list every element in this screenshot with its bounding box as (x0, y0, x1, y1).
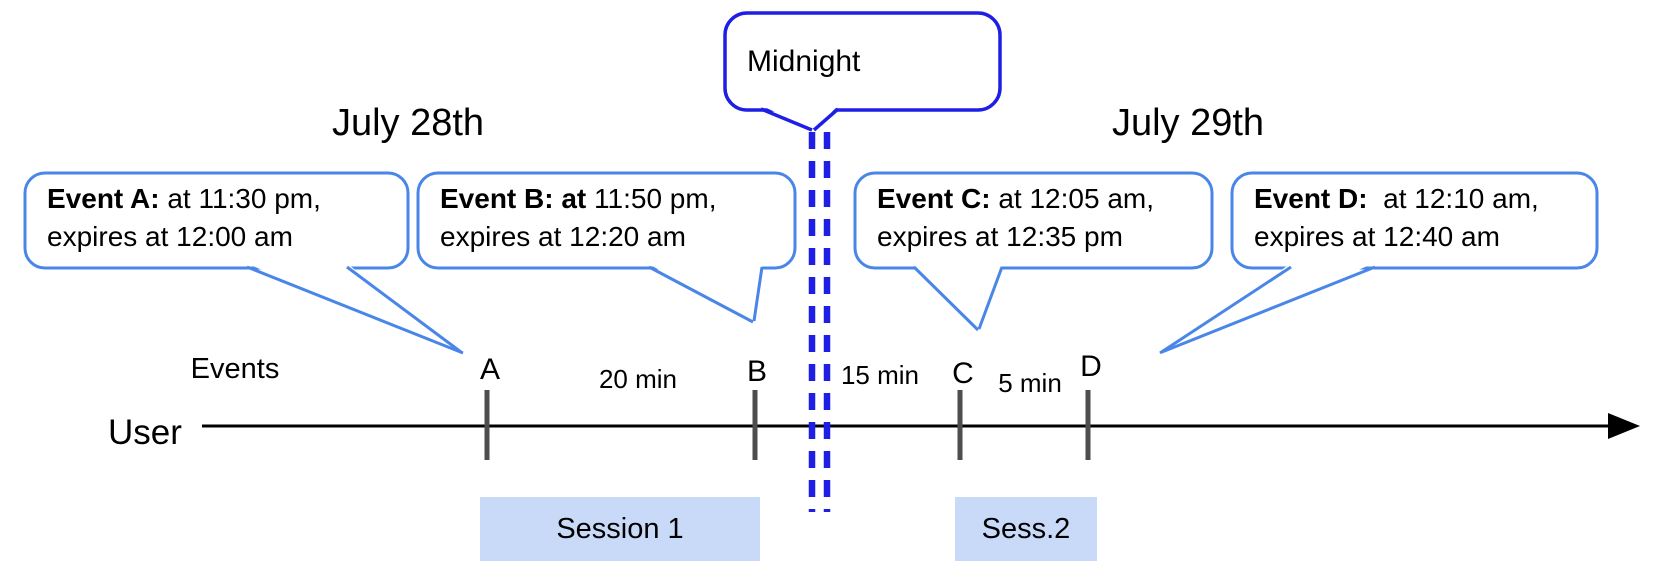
session-2-box: Sess.2 (955, 497, 1097, 561)
event-a-line2: expires at 12:00 am (47, 221, 293, 252)
event-ticks (484, 390, 1091, 460)
event-b-callout-text: Event B: at 11:50 pm, expires at 12:20 a… (440, 180, 716, 256)
user-row-label: User (108, 413, 182, 452)
timeline-arrowhead (1608, 413, 1640, 439)
event-b-callout-shape (416, 171, 797, 324)
event-c-callout-shape (853, 171, 1214, 332)
event-b-line2: expires at 12:20 am (440, 221, 686, 252)
session-2-label: Sess.2 (981, 512, 1071, 545)
event-d-callout-text: Event D: at 12:10 am, expires at 12:40 a… (1254, 180, 1539, 256)
date-july-28: July 28th (331, 102, 485, 144)
event-d-callout-shape (1159, 171, 1599, 355)
session-1-label: Session 1 (556, 512, 684, 545)
tick-label-b: B (746, 355, 767, 388)
midnight-callout-shape (723, 11, 1002, 132)
interval-label-5min: 5 min (998, 368, 1062, 398)
event-c-callout-text: Event C: at 12:05 am, expires at 12:35 p… (877, 180, 1154, 256)
events-row-label: Events (190, 353, 280, 385)
event-c-line1: Event C: at 12:05 am, (877, 183, 1155, 214)
event-a-callout-text: Event A: at 11:30 pm, expires at 12:00 a… (47, 180, 321, 256)
session-1-box: Session 1 (480, 497, 760, 561)
timeline-axis (202, 413, 1640, 439)
tick-label-c: C (952, 357, 974, 390)
event-a-callout-shape (23, 171, 464, 355)
event-c-line2: expires at 12:35 pm (877, 221, 1123, 252)
event-a-line1: Event A: at 11:30 pm, (47, 183, 321, 214)
midnight-dashed-line (808, 132, 831, 512)
event-d-line2: expires at 12:40 am (1254, 221, 1500, 252)
event-b-line1: Event B: at 11:50 pm, (440, 183, 717, 214)
tick-label-a: A (479, 353, 500, 386)
date-july-29: July 29th (1111, 102, 1265, 144)
midnight-label: Midnight (747, 45, 861, 78)
tick-label-d: D (1080, 350, 1102, 383)
interval-label-20min: 20 min (598, 364, 678, 394)
interval-label-15min: 15 min (840, 360, 920, 390)
event-d-line1: Event D: at 12:10 am, (1254, 183, 1539, 214)
